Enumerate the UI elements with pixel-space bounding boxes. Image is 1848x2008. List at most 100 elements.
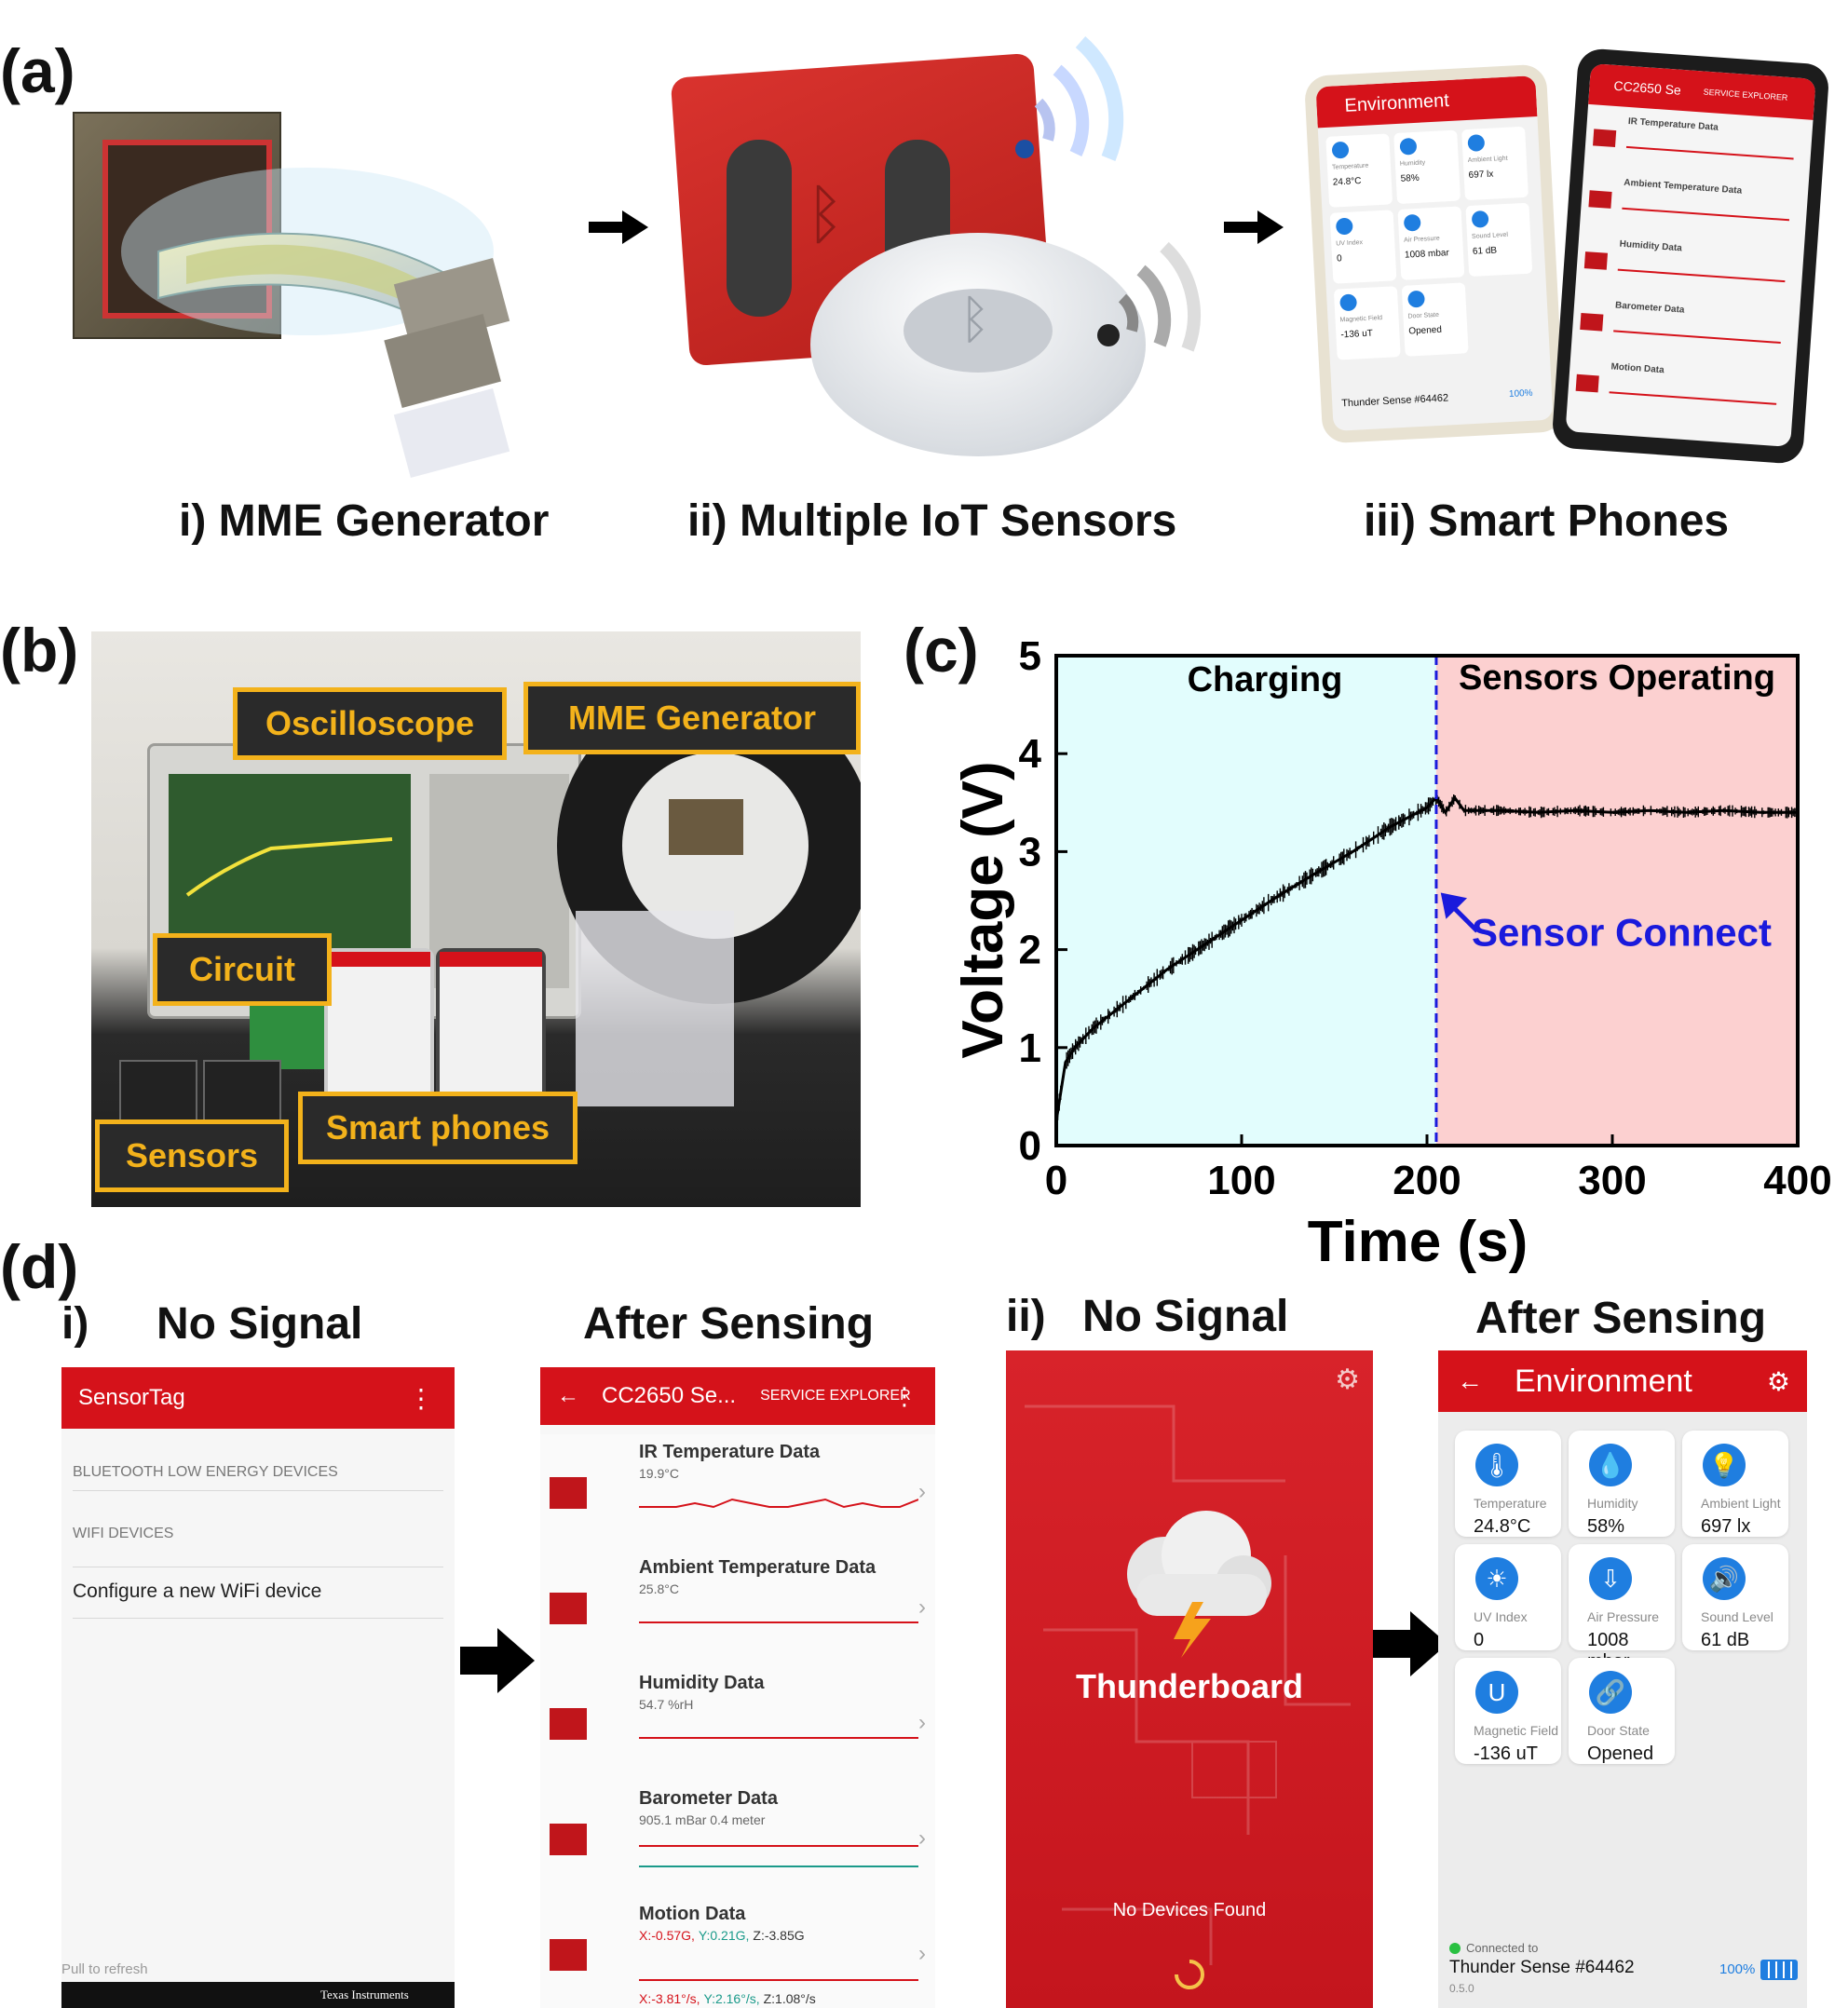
sparkline (639, 1498, 918, 1509)
env-card-label: Sound Level (1701, 1609, 1773, 1624)
sparkline (639, 1621, 918, 1623)
back-arrow-icon[interactable]: ← (1457, 1366, 1483, 1395)
env-card-value: Opened (1587, 1743, 1654, 1764)
sensortag-device-icon (550, 1593, 587, 1624)
heading-after-sensing-1: After Sensing (583, 1299, 875, 1349)
arrow-right-icon (589, 210, 648, 244)
chevron-right-icon: › (918, 1594, 926, 1620)
sensortag-device-icon (550, 1939, 587, 1971)
arrow-right-icon (1373, 1611, 1447, 1676)
panel-c-label: (c) (904, 616, 979, 685)
mini-env-value: 697 lx (1468, 169, 1494, 181)
env-card-value: 61 dB (1701, 1630, 1750, 1650)
pull-to-refresh: Pull to refresh (61, 1961, 148, 1977)
explorer-motion-values: X:-0.57G,Y:0.21G,Z:-3.85G (639, 1928, 805, 1943)
mini-exp-item: Barometer Data (1614, 300, 1685, 316)
explorer-item-value: 25.8°C (639, 1581, 679, 1596)
mini-exp-icon (1575, 373, 1599, 393)
mini-exp-line (1625, 145, 1794, 160)
motion-z: Z:-3.85G (753, 1928, 805, 1943)
gear-icon[interactable]: ⚙ (1766, 1366, 1790, 1396)
ti-footer (61, 1982, 455, 2008)
annotation-sensor-connect: Sensor Connect (1472, 911, 1772, 955)
overflow-menu-icon[interactable]: ⋮ (892, 1381, 917, 1410)
thunderboard-screen: ⚙ Thunderboard No Devices Found (1006, 1350, 1373, 2008)
voltage-trace-noise (1056, 791, 1798, 1120)
x-tick-label: 300 (1578, 1158, 1646, 1203)
mini-exp-item: IR Temperature Data (1627, 115, 1719, 133)
tag-smart-phones: Smart phones (298, 1092, 578, 1164)
explorer-item-name: Ambient Temperature Data (639, 1557, 876, 1578)
explorer-subtitle: SERVICE EXPLORER (760, 1388, 911, 1404)
env-card-label: Magnetic Field (1474, 1723, 1559, 1738)
sensor-board (119, 1060, 197, 1129)
tag-oscilloscope: Oscilloscope (233, 687, 507, 760)
no-devices-status: No Devices Found (1112, 1900, 1267, 1920)
phone-env-title: Environment (1343, 89, 1450, 116)
explorer-appbar: ← CC2650 Se... SERVICE EXPLORER ⋮ (540, 1367, 935, 1425)
mini-exp-icon (1580, 312, 1604, 332)
mini-env-icon (1399, 137, 1418, 156)
mini-env-label: Door State (1407, 311, 1440, 320)
circuit-board (250, 1004, 324, 1069)
gyro-x: X:-3.81°/s, (639, 1991, 700, 2006)
overflow-menu-icon[interactable]: ⋮ (408, 1383, 434, 1413)
env-card-value: 24.8°C (1474, 1516, 1531, 1537)
mme-generator-illustration (65, 102, 624, 494)
env-card-label: Air Pressure (1587, 1609, 1660, 1624)
explorer-item[interactable]: Ambient Temperature Data 25.8°C › (540, 1550, 935, 1666)
ti-brand: Texas Instruments (320, 1988, 409, 2001)
iot-sensors-illustration: ᛒ ᛒ (661, 19, 1239, 494)
section-wifi: WIFI DEVICES (73, 1526, 174, 1541)
connected-to-label: Connected to (1466, 1941, 1539, 1955)
caption-smart-phones: iii) Smart Phones (1364, 496, 1730, 546)
chevron-right-icon: › (918, 1710, 926, 1735)
oscilloscope-screen (169, 774, 411, 951)
sub-label-i: i) (61, 1299, 89, 1349)
panel-a-label: (a) (0, 36, 75, 105)
device-name: Thunder Sense #64462 (1449, 1958, 1635, 1977)
mini-env-icon (1331, 141, 1350, 159)
mini-env-value: 58% (1400, 172, 1420, 184)
phone-exp-title: CC2650 Se (1613, 77, 1682, 98)
charging-region (1056, 656, 1436, 1146)
sensortag-device-icon (550, 1477, 587, 1509)
phone-env-battery: 100% (1508, 387, 1533, 400)
mini-env-icon (1407, 290, 1425, 308)
configure-wifi-item[interactable]: Configure a new WiFi device (73, 1567, 443, 1619)
y-tick-label: 5 (1019, 633, 1041, 679)
mini-exp-line (1622, 207, 1790, 222)
sparkline (639, 1979, 918, 1981)
back-arrow-icon[interactable]: ← (557, 1383, 579, 1408)
phone-env-footer: Thunder Sense #64462 (1340, 392, 1449, 410)
service-explorer-screen: ← CC2650 Se... SERVICE EXPLORER ⋮ IR Tem… (540, 1367, 935, 2008)
mini-env-icon (1467, 134, 1486, 152)
gear-icon[interactable]: ⚙ (1335, 1364, 1360, 1395)
wireless-signal-icon (1097, 241, 1201, 352)
y-tick-label: 3 (1019, 829, 1041, 875)
magnet-icon: U (1475, 1671, 1518, 1714)
environment-title: Environment (1515, 1363, 1692, 1399)
sub-label-ii: ii) (1006, 1292, 1046, 1341)
tag-mme-generator: MME Generator (523, 682, 861, 754)
env-card-label: Humidity (1587, 1496, 1638, 1511)
env-card-value: 58% (1587, 1516, 1625, 1537)
region-label-charging: Charging (1188, 660, 1343, 699)
arrow-right-icon (460, 1628, 535, 1693)
